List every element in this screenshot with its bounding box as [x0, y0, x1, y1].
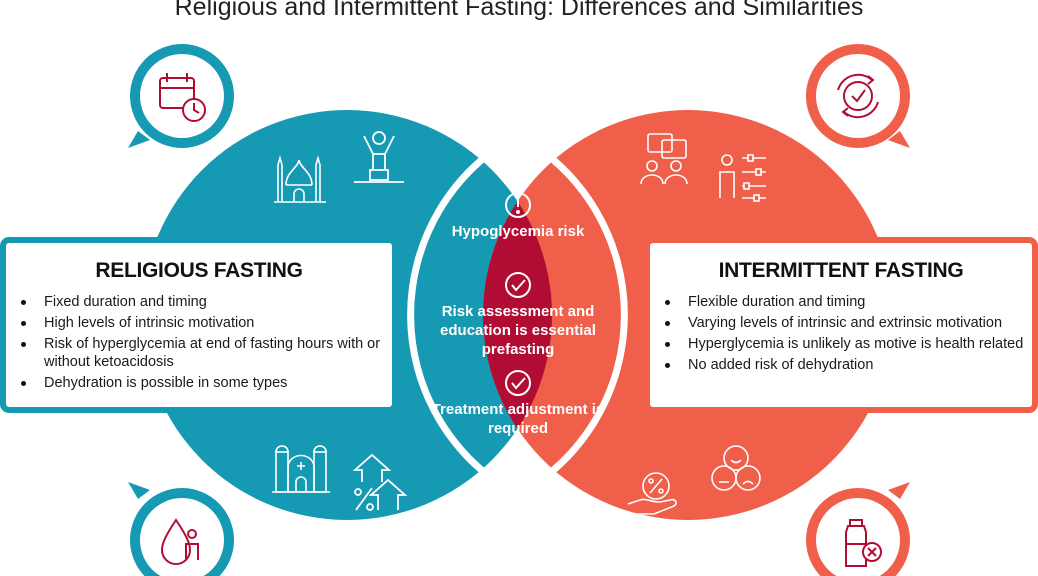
badge-calendar	[128, 44, 234, 148]
list-item: High levels of intrinsic motivation	[16, 314, 386, 332]
list-item: No added risk of dehydration	[660, 356, 1026, 374]
percent-rising-arrows-icon	[352, 453, 408, 511]
mosque-icon	[274, 155, 326, 203]
intermittent-fasting-panel: INTERMITTENT FASTING Flexible duration a…	[644, 237, 1038, 413]
list-item: Hyperglycemia is unlikely as motive is h…	[660, 335, 1026, 353]
cathedral-icon	[272, 445, 330, 493]
badge-clock-cycle	[806, 44, 910, 148]
overlap-treatment-adjustment: Treatment adjustment is required	[431, 401, 605, 437]
religious-fasting-list: Fixed duration and timing High levels of…	[16, 293, 386, 395]
clock-cycle-icon	[837, 73, 879, 119]
alert-icon	[505, 192, 531, 218]
overlap-risk-assessment: Risk assessment and education is essenti…	[440, 303, 596, 358]
check-icon	[505, 370, 531, 396]
list-item: Flexible duration and timing	[660, 293, 1026, 311]
list-item: Varying levels of intrinsic and extrinsi…	[660, 314, 1026, 332]
bottle-cross-icon	[845, 519, 882, 567]
blood-drop-person-icon	[160, 518, 199, 565]
religious-fasting-heading: RELIGIOUS FASTING	[95, 259, 303, 282]
list-item: Risk of hyperglycemia at end of fasting …	[16, 335, 386, 371]
badge-blood-drop	[128, 482, 234, 576]
intermittent-fasting-heading: INTERMITTENT FASTING	[718, 259, 964, 282]
mood-faces-icon	[711, 445, 761, 491]
person-sliders-icon	[719, 154, 766, 202]
page-title: Religious and Intermittent Fasting: Diff…	[174, 0, 864, 21]
badge-bottle	[806, 482, 910, 576]
list-item: Dehydration is possible in some types	[16, 374, 386, 392]
person-on-podium-icon	[354, 131, 404, 183]
percent-hand-icon	[627, 472, 677, 515]
check-icon	[505, 272, 531, 298]
calendar-clock-icon	[159, 73, 206, 122]
group-discussion-icon	[640, 133, 688, 185]
religious-fasting-panel: RELIGIOUS FASTING Fixed duration and tim…	[0, 237, 398, 413]
intermittent-fasting-list: Flexible duration and timing Varying lev…	[660, 293, 1026, 377]
overlap-hypoglycemia-risk: Hypoglycemia risk	[451, 223, 585, 240]
list-item: Fixed duration and timing	[16, 293, 386, 311]
